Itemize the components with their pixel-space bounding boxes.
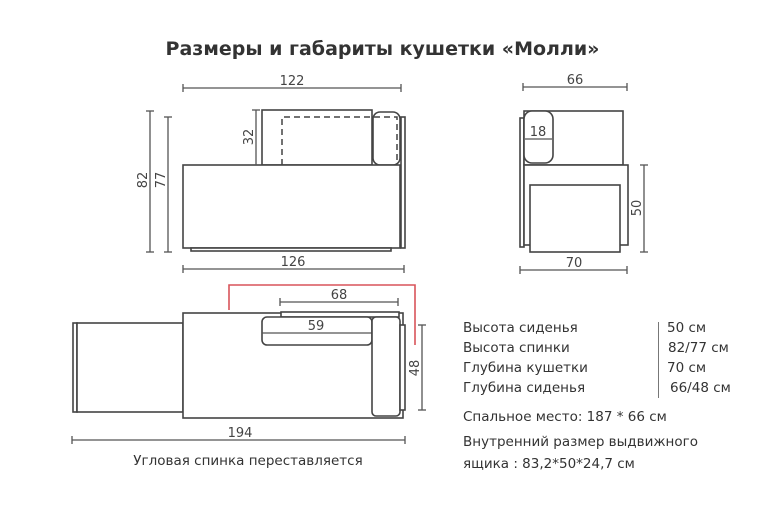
dim-label: 50 (630, 200, 645, 217)
spec-value: 70 см (667, 360, 707, 376)
dim-label: 126 (281, 255, 306, 270)
spec-value: 50 см (667, 320, 707, 336)
divider (658, 322, 659, 398)
sleeping-area: Спальное место: 187 * 66 см (463, 409, 667, 425)
extension-section (76, 322, 184, 413)
spec-value: 66/48 см (670, 380, 731, 396)
dim-label: 70 (566, 256, 583, 271)
front-view: 122 82 77 32 126 (136, 74, 406, 273)
dim-label: 18 (530, 125, 547, 140)
armrest-side (523, 110, 554, 164)
spec-label: Высота спинки (463, 340, 570, 356)
caption: Угловая спинка переставляется (133, 453, 363, 469)
backrest-move-indicator (228, 284, 416, 345)
spec-label: Глубина сиденья (463, 380, 586, 396)
drawer-size-line2: ящика : 83,2*50*24,7 см (463, 456, 635, 472)
dim-label: 59 (308, 319, 325, 334)
dim-label: 122 (280, 74, 305, 89)
spec-label: Глубина кушетки (463, 360, 588, 376)
dim-label: 48 (408, 360, 423, 377)
spec-label: Высота сиденья (463, 320, 578, 336)
armrest-top (371, 316, 401, 417)
top-view: 68 59 48 194 (71, 284, 426, 444)
page-title: Размеры и габариты кушетки «Молли» (165, 38, 600, 60)
dim-label: 82 (136, 172, 151, 189)
sofa-body (182, 164, 401, 249)
dashed-outline (281, 116, 398, 165)
corner-pillow (372, 111, 401, 166)
spec-value: 82/77 см (668, 340, 729, 356)
side-view: 66 18 50 70 (519, 73, 648, 274)
dim-label: 68 (331, 288, 348, 303)
dim-label: 194 (228, 426, 253, 441)
dim-label: 66 (567, 73, 584, 88)
dim-label: 32 (242, 129, 257, 146)
dim-label: 77 (154, 172, 169, 189)
drawer-size-line1: Внутренний размер выдвижного (463, 434, 698, 450)
back-cushion (261, 109, 373, 166)
drawer (529, 184, 621, 253)
